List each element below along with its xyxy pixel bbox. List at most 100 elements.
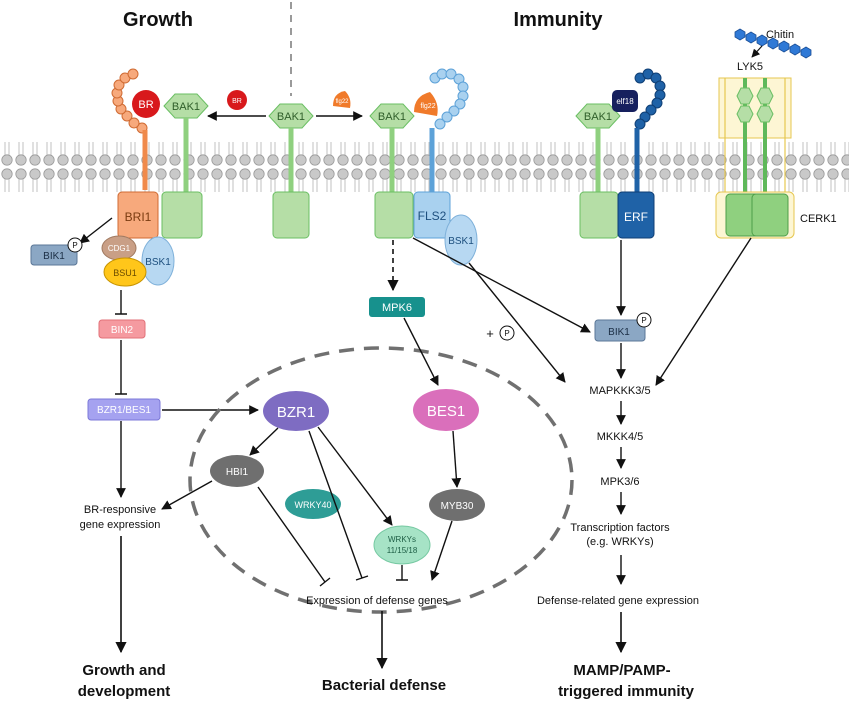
inhibit-hbi1-defense [257, 486, 331, 587]
svg-text:WRKYs: WRKYs [388, 535, 416, 544]
wrky40: WRKY40 [285, 489, 341, 519]
flg22-small-ligand: flg22 [333, 91, 351, 108]
br-response-line2: gene expression [80, 519, 161, 531]
growth-output-line2: development [78, 683, 171, 700]
svg-text:BAK1: BAK1 [172, 101, 200, 113]
svg-text:BES1: BES1 [427, 403, 465, 420]
arrow-bzr1-to-wrkys [317, 426, 393, 526]
bak1-fls2: BAK1 [369, 103, 415, 239]
svg-text:P: P [641, 316, 646, 325]
mpk6: MPK6 [369, 297, 425, 317]
nucleus-boundary [188, 346, 574, 614]
hbi1: HBI1 [210, 455, 264, 487]
flg22-ligand: flg22 [414, 92, 438, 116]
bri1-receptor: BRI1 [111, 68, 159, 239]
chitin-chain [734, 28, 812, 59]
svg-text:11/15/18: 11/15/18 [387, 546, 418, 555]
svg-text:BIK1: BIK1 [43, 251, 65, 262]
cerk1-label: CERK1 [800, 213, 837, 225]
growth-output-line1: Growth and [82, 662, 165, 679]
mapkkk-label: MAPKKK3/5 [589, 385, 650, 397]
br-ligand: BR [132, 90, 160, 118]
bak1-growth: BAK1 [161, 93, 209, 239]
arrow-myb30-to-defense [430, 520, 453, 581]
svg-text:BSK1: BSK1 [448, 236, 474, 247]
bin2: BIN2 [98, 319, 146, 339]
chitin-label: Chitin [766, 29, 794, 41]
svg-text:BAK1: BAK1 [584, 111, 612, 123]
svg-text:flg22: flg22 [335, 99, 349, 105]
arrow-bsk1-to-mapkkk [468, 262, 566, 383]
bes1-nuclear: BES1 [413, 389, 479, 431]
svg-text:MYB30: MYB30 [441, 501, 474, 512]
svg-text:BZR1: BZR1 [277, 404, 315, 421]
tf-line2: (e.g. WRKYs) [586, 536, 653, 548]
growth-header: Growth [123, 9, 193, 31]
plus-sign: + [486, 326, 494, 341]
svg-text:P: P [72, 241, 77, 250]
svg-text:BAK1: BAK1 [378, 111, 406, 123]
arrow-mpk6-to-bes1 [403, 317, 439, 386]
mamp-output-line2: triggered immunity [558, 683, 695, 700]
svg-text:CDG1: CDG1 [108, 244, 131, 253]
br-small-ligand: BR [227, 90, 247, 110]
phospho-label: P [504, 329, 509, 338]
bzr1-bes1: BZR1/BES1 [87, 398, 161, 421]
erf-lrr-coil [634, 68, 666, 130]
svg-text:flg22: flg22 [420, 103, 435, 110]
svg-text:BIK1: BIK1 [608, 327, 630, 338]
svg-text:elf18: elf18 [616, 97, 634, 106]
immunity-header: Immunity [514, 9, 604, 31]
svg-text:WRKY40: WRKY40 [294, 500, 331, 510]
bri1-kinase [117, 191, 159, 239]
arrow-bak1-to-bik1 [412, 237, 591, 333]
mamp-output-line1: MAMP/PAMP- [573, 662, 670, 679]
bsk1-immunity: BSK1 [444, 214, 478, 266]
bri1-label: BRI1 [125, 210, 152, 224]
lyk5-label: LYK5 [737, 61, 763, 73]
mkkk-label: MKKK4/5 [597, 431, 643, 443]
myb30: MYB30 [429, 489, 485, 521]
svg-text:BAK1: BAK1 [277, 111, 305, 123]
svg-text:BZR1/BES1: BZR1/BES1 [97, 405, 151, 416]
mpk-label: MPK3/6 [600, 476, 639, 488]
svg-text:BR: BR [138, 99, 153, 111]
wrkys-11-15-18: WRKYs 11/15/18 [373, 525, 431, 565]
svg-text:MPK6: MPK6 [382, 302, 412, 314]
bik1-immunity: BIK1 P [594, 312, 652, 342]
inhibit-bin2-bzr1 [115, 340, 127, 395]
inhibit-bzr1-defense [308, 430, 369, 581]
bzr1-nuclear: BZR1 [263, 391, 329, 431]
plasma-membrane [0, 136, 849, 192]
cdg1: CDG1 [101, 235, 137, 261]
defense-related-expression: Defense-related gene expression [537, 595, 699, 607]
bacterial-defense-output: Bacterial defense [322, 677, 446, 694]
tf-line1: Transcription factors [570, 522, 670, 534]
fls2-label: FLS2 [418, 209, 447, 223]
arrow-bes1-to-myb30 [451, 430, 462, 488]
defense-gene-expression: Expression of defense genes [306, 595, 448, 607]
arrow-bri1-to-bik1 [79, 217, 113, 244]
erf-receptor: ERF [617, 68, 666, 239]
br-response-line1: BR-responsive [84, 504, 156, 516]
svg-text:BR: BR [232, 98, 242, 105]
phospho-circle [499, 325, 515, 341]
elf18-ligand: elf18 [612, 90, 638, 112]
bri1-lrr-coil [111, 68, 148, 134]
fls2-receptor: FLS2 [413, 68, 469, 239]
inhibit-bsu1-bin2 [115, 290, 127, 315]
lyk5-cerk1-complex [715, 77, 795, 239]
arrow-bzr1-to-hbi1 [249, 427, 279, 456]
svg-text:BSK1: BSK1 [145, 257, 171, 268]
svg-text:BIN2: BIN2 [111, 325, 134, 336]
arrow-cerk1-to-mapkkk [655, 237, 752, 386]
arrow-hbi1-to-br-response [161, 480, 213, 510]
bsu1: BSU1 [103, 257, 147, 287]
bsk1-growth: BSK1 [141, 236, 175, 286]
bik1-growth: BIK1 P [30, 237, 83, 266]
arrow-chitin-to-lyk5 [751, 45, 763, 58]
svg-text:HBI1: HBI1 [226, 467, 249, 478]
bak1-efr: BAK1 [575, 103, 621, 239]
